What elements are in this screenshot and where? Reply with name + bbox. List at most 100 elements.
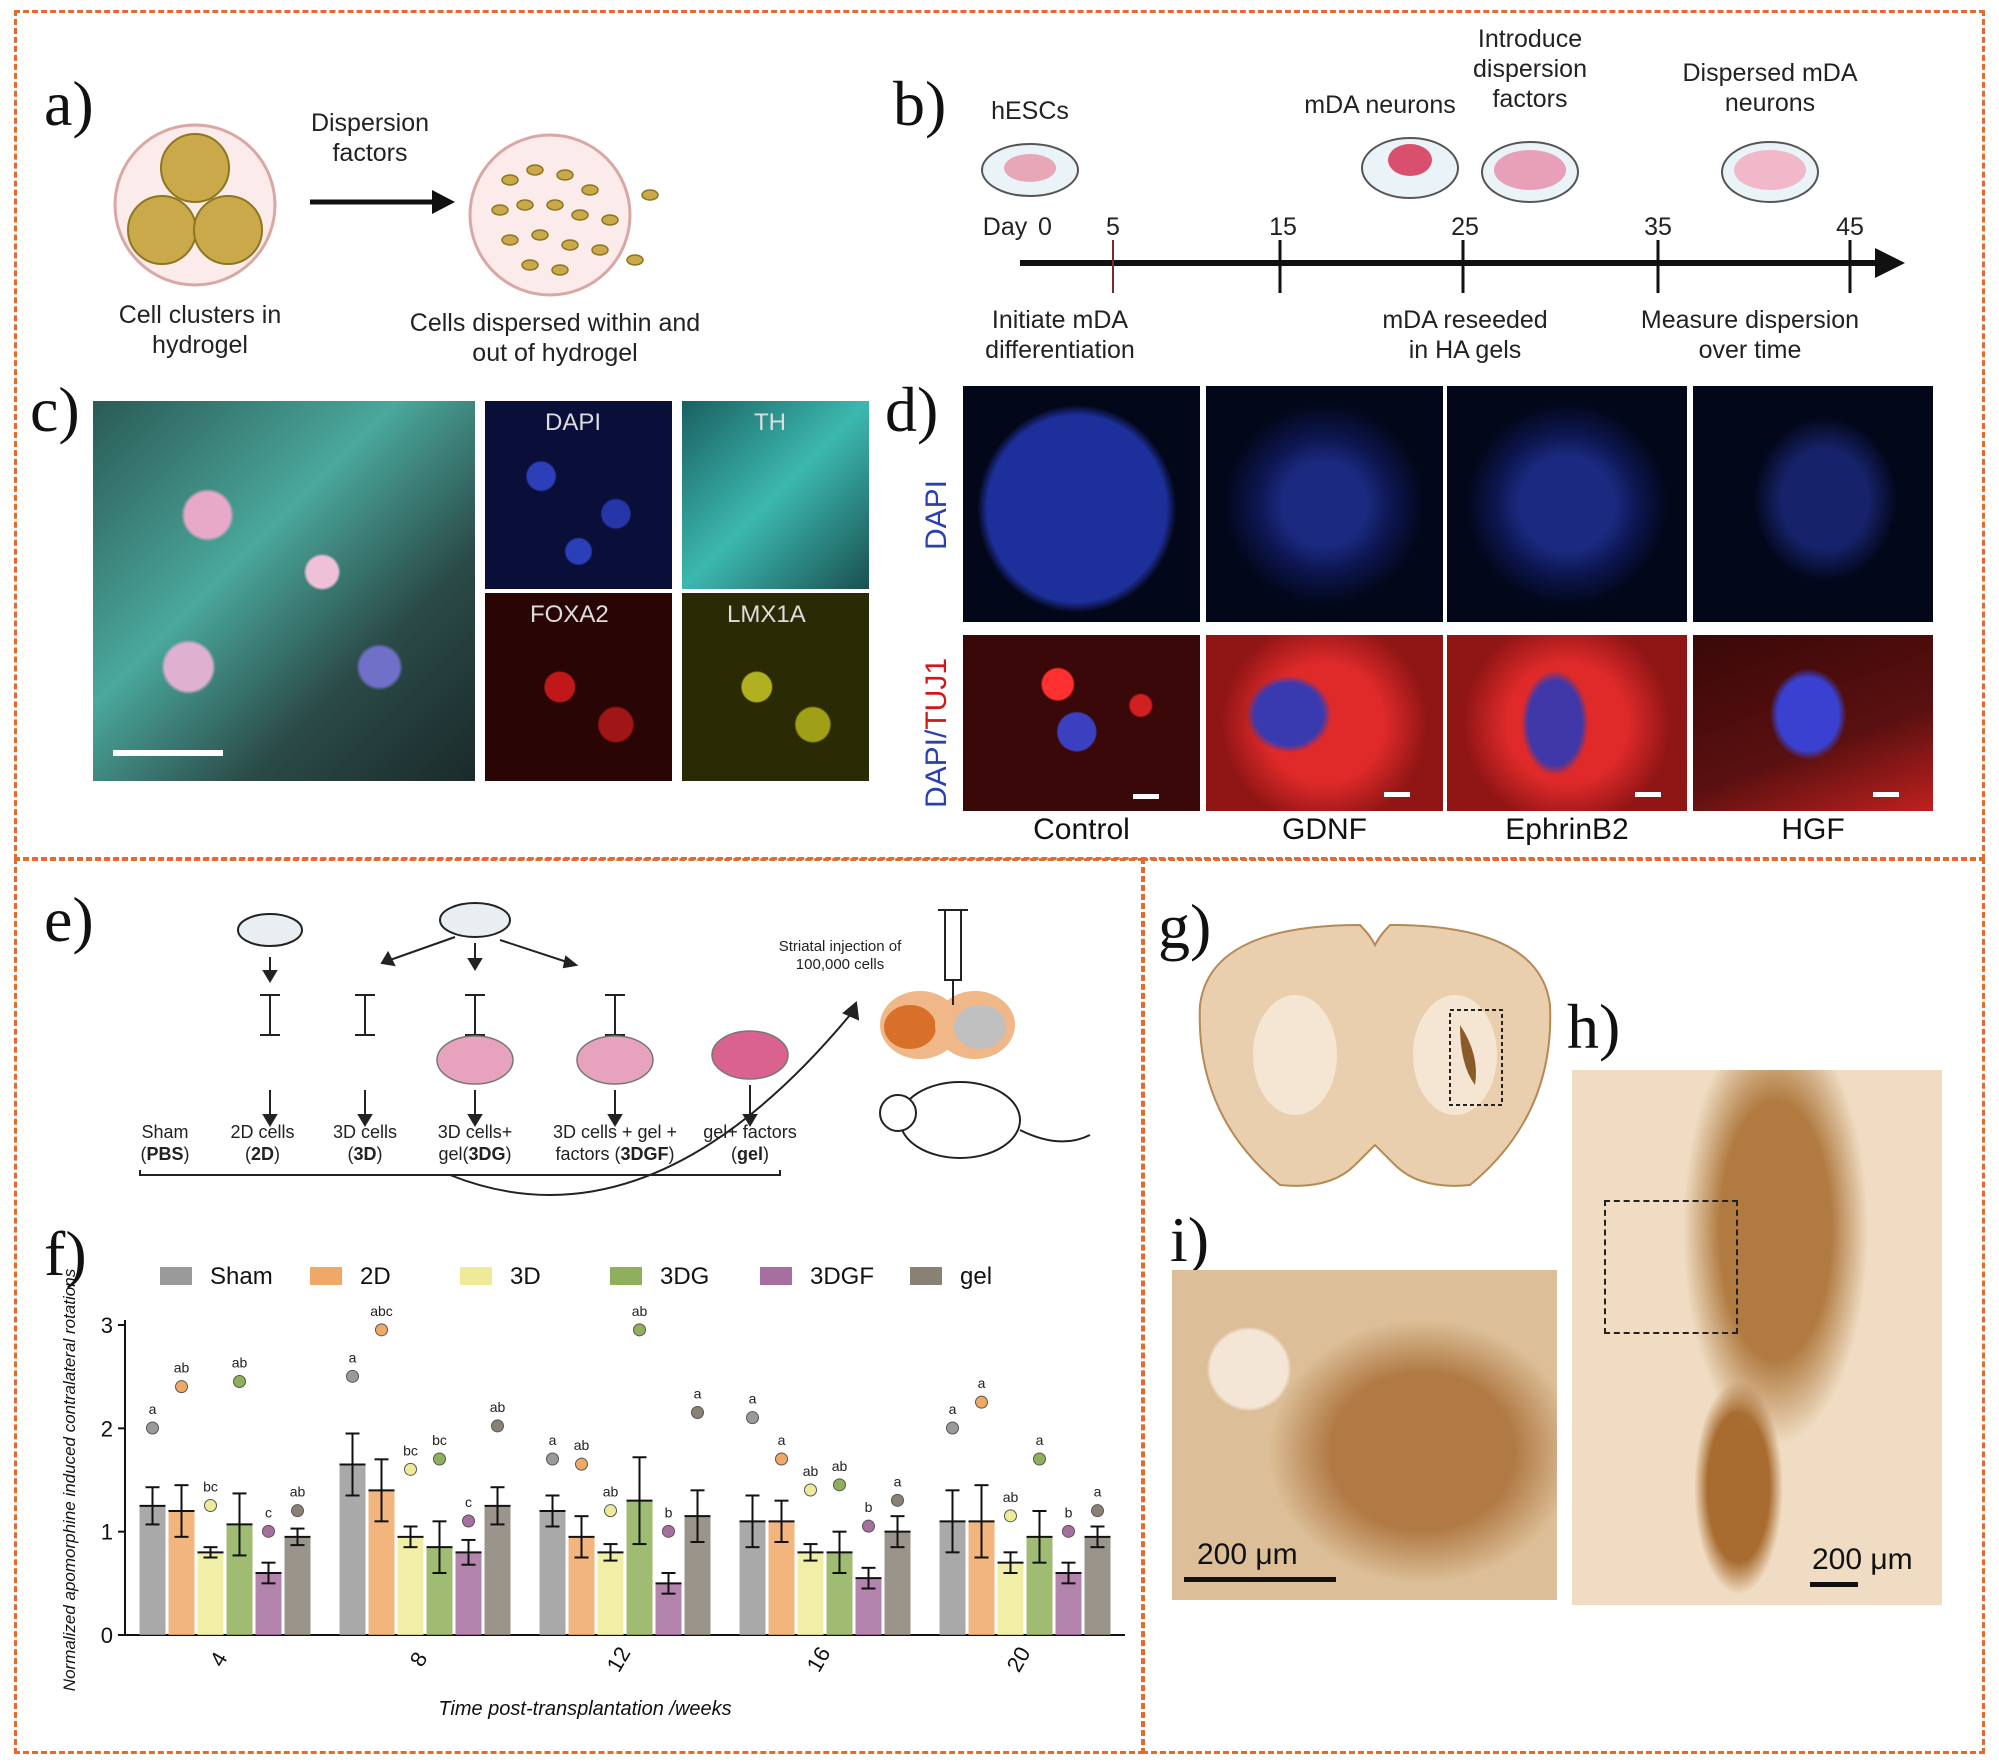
max-point — [604, 1504, 617, 1518]
significance-letter: abc — [370, 1303, 393, 1319]
significance-letter: a — [349, 1349, 357, 1365]
panel-g-label: g) — [1158, 891, 1212, 962]
max-point — [433, 1452, 446, 1466]
significance-letter: b — [1065, 1504, 1073, 1520]
scale-bar-gdnf — [1384, 792, 1410, 797]
scale-label-i: 200 μm — [1197, 1538, 1298, 1571]
legend-swatch-3dgf — [760, 1267, 792, 1285]
significance-letter: ab — [632, 1303, 648, 1319]
panel-a-schematic — [113, 123, 659, 297]
legend-swatch-2d — [310, 1267, 342, 1285]
condition-control: Control — [1033, 813, 1130, 846]
legend-label-3dgf: 3DGF — [810, 1263, 874, 1290]
max-point — [346, 1369, 359, 1383]
legend-swatch-3d — [460, 1267, 492, 1285]
bar — [997, 1562, 1024, 1635]
x-tick-label: 8 — [405, 1648, 433, 1671]
max-point — [491, 1419, 504, 1433]
max-point — [1004, 1509, 1017, 1523]
max-point — [1033, 1452, 1046, 1466]
x-tick-label: 12 — [602, 1642, 636, 1676]
dapi-label: DAPI — [545, 409, 602, 436]
dish-label-dispersed: Dispersed mDA neurons — [1682, 59, 1858, 117]
bar — [797, 1552, 824, 1635]
mouse-icon — [879, 1081, 1091, 1159]
x-tick-label: 16 — [802, 1642, 836, 1676]
max-point — [146, 1421, 159, 1435]
x-axis-label: Time post-transplantation /weeks — [438, 1698, 731, 1720]
tuj1-control-image — [963, 635, 1200, 811]
group-3dg: 3D cells+ gel(3DG) — [437, 1122, 513, 1164]
significance-letter: bc — [203, 1479, 218, 1495]
panel-f-label: f) — [44, 1218, 87, 1289]
max-point — [262, 1524, 275, 1538]
rotation-bar-chart: 0 12 3 Normalized apomorphine induced contr… — [60, 1263, 1125, 1720]
legend-swatch-gel — [910, 1267, 942, 1285]
dish-label-mda-neurons: mDA neurons — [1304, 91, 1456, 119]
max-point — [975, 1395, 988, 1409]
dapi-row-label: DAPI — [920, 479, 953, 550]
max-point — [633, 1323, 646, 1337]
timeline-tick-5: 5 — [1106, 213, 1120, 241]
timeline-note-initiate: Initiate mDA differentiation — [985, 306, 1135, 364]
graft-closeup-image-i: 200 μm — [1172, 1270, 1557, 1600]
group-2d: 2D cells(2D) — [230, 1122, 295, 1164]
group-3d: 3D cells(3D) — [332, 1122, 398, 1164]
y-axis-label: Normalized apomorphine induced contralat… — [60, 1268, 79, 1691]
significance-letter: ab — [574, 1437, 590, 1453]
timeline-tick-45: 45 — [1836, 213, 1864, 241]
panel-b-timeline — [981, 137, 1905, 293]
panel-a-arrow-label: Dispersion factors — [310, 109, 430, 167]
panel-a-label: a) — [44, 68, 94, 139]
significance-letter: a — [949, 1401, 957, 1417]
significance-letter: a — [149, 1401, 157, 1417]
bar — [397, 1536, 424, 1635]
condition-ephrinb2: EphrinB2 — [1505, 813, 1629, 846]
significance-letter: ab — [1003, 1489, 1019, 1505]
max-point — [546, 1452, 559, 1466]
max-point — [833, 1478, 846, 1492]
bottom-right-frame — [1142, 858, 1985, 1754]
panel-e-label: e) — [44, 884, 94, 955]
max-point — [946, 1421, 959, 1435]
bar — [884, 1531, 911, 1635]
scale-bar-h — [1810, 1582, 1858, 1587]
tuj1-ephrinb2-image — [1447, 635, 1687, 811]
panel-a-left-caption: Cell clusters in hydrogel — [118, 301, 282, 359]
y-tick-label: 2 — [101, 1416, 113, 1441]
legend-label-2d: 2D — [360, 1263, 391, 1290]
scale-bar — [113, 750, 223, 756]
significance-letter: a — [1036, 1432, 1044, 1448]
legend-swatch-3dg — [610, 1267, 642, 1285]
foxa2-channel-image: FOXA2 — [485, 593, 672, 781]
timeline-day-label: Day — [982, 213, 1028, 241]
bar — [1084, 1536, 1111, 1635]
condition-hgf: HGF — [1781, 813, 1845, 846]
significance-letter: c — [465, 1494, 472, 1510]
y-tick-label: 0 — [101, 1623, 113, 1648]
zoom-box-h — [1604, 1200, 1738, 1334]
dapi-tuj1-row-label: DAPI/TUJ1 — [920, 657, 953, 808]
tuj1-hgf-image — [1693, 635, 1933, 811]
scale-bar-ephrinb2 — [1635, 792, 1661, 797]
max-point — [1062, 1524, 1075, 1538]
panel-e-schematic — [139, 902, 1091, 1196]
y-tick-label: 3 — [101, 1313, 113, 1338]
max-point — [375, 1323, 388, 1337]
max-point — [175, 1380, 188, 1394]
significance-letter: b — [865, 1499, 873, 1515]
panel-b-label: b) — [893, 68, 947, 139]
panel-d-label: d) — [885, 374, 939, 445]
panel-a-right-caption: Cells dispersed within and out of hydrog… — [409, 309, 701, 367]
max-point — [691, 1406, 704, 1419]
significance-letter: a — [894, 1473, 902, 1489]
significance-letter: a — [749, 1391, 757, 1407]
significance-letter: ab — [290, 1484, 306, 1500]
max-point — [462, 1514, 475, 1528]
significance-letter: ab — [832, 1458, 848, 1474]
group-3dgf: 3D cells + gel + factors (3DGF) — [552, 1122, 678, 1164]
max-point — [204, 1499, 217, 1512]
dapi-channel-image: DAPI — [485, 401, 672, 589]
significance-letter: ab — [174, 1360, 190, 1376]
max-point — [662, 1524, 675, 1538]
